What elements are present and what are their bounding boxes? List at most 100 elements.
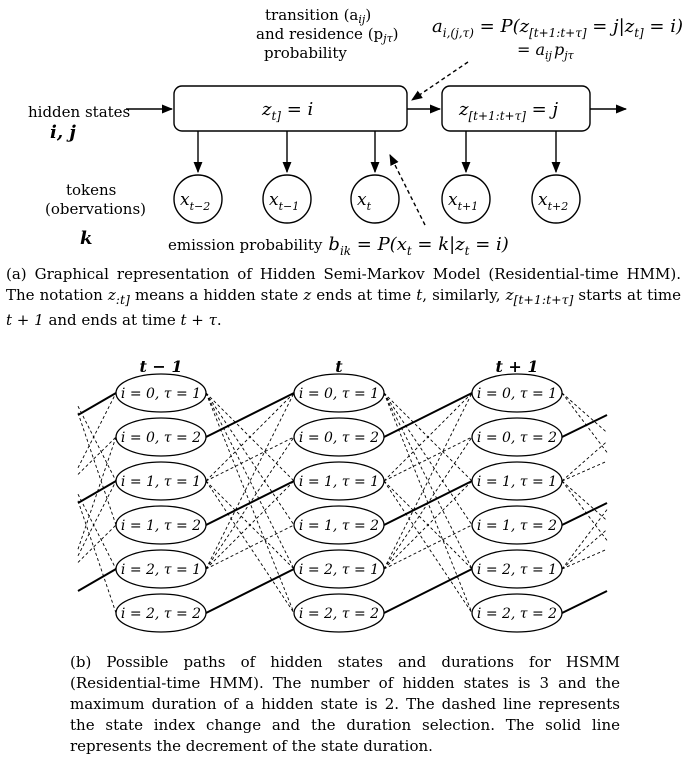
token-nodes: xt−2 xt−1 xt xt+1 xt+2 <box>173 174 581 224</box>
lattice-node-c1-r6 <box>115 593 207 633</box>
dashed-edge-26 <box>77 436 117 475</box>
lattice-node-label-c1-r6: i = 2, τ = 2 <box>121 606 201 622</box>
lattice-node-c2-r2 <box>293 417 385 457</box>
lattice-node-c2-r3 <box>293 461 385 501</box>
dashed-edge-32 <box>77 493 117 570</box>
transition-label-line3: probability <box>264 44 347 62</box>
token-label-1: xt−2 <box>180 190 210 213</box>
solid-transitions <box>77 392 608 614</box>
lattice-node-c3-r6 <box>471 593 563 633</box>
dashed-edge-25 <box>77 392 117 469</box>
dashed-edge-41 <box>561 529 608 570</box>
lattice-node-label-c1-r1: i = 0, τ = 1 <box>121 386 201 402</box>
diagram-b-lattice: i = 0, τ = 1 i = 0, τ = 2 i = 1, τ = 1 i = … <box>77 357 608 633</box>
dashed-edge-31 <box>77 524 117 563</box>
lattice-node-label-c3-r2: i = 0, τ = 2 <box>477 430 557 446</box>
column-header-2: t <box>335 357 343 376</box>
dashed-edge-23 <box>383 480 473 570</box>
lattice-node-c3-r4 <box>471 505 563 545</box>
caption-b: (b) Possible paths of hidden states and … <box>70 653 620 755</box>
lattice-node-c2-r4 <box>293 505 385 545</box>
dashed-edge-29 <box>77 480 117 557</box>
lattice-node-c3-r1 <box>471 373 563 413</box>
lattice-node-label-c1-r2: i = 0, τ = 2 <box>121 430 201 446</box>
solid-edge-8 <box>77 480 117 504</box>
transition-label-line2: and residence (pjτ) <box>256 25 399 45</box>
lattice-node-label-c2-r6: i = 2, τ = 2 <box>299 606 379 622</box>
dashed-edge-34 <box>561 392 608 433</box>
lattice-nodes: i = 0, τ = 1 i = 0, τ = 2 i = 1, τ = 1 i = … <box>115 373 563 633</box>
solid-edge-4 <box>383 392 473 438</box>
token-label-5: xt+2 <box>538 190 568 213</box>
caption-a: (a) Graphical representation of Hidden S… <box>6 265 682 329</box>
dashed-edge-5 <box>205 392 295 482</box>
observations-label: (obervations) <box>45 200 146 218</box>
lattice-node-c1-r5 <box>115 549 207 589</box>
lattice-node-c3-r5 <box>471 549 563 589</box>
dashed-edge-2 <box>205 392 295 526</box>
token-label-4: xt+1 <box>448 190 478 213</box>
token-circle-1 <box>173 174 223 224</box>
lattice-node-c2-r1 <box>293 373 385 413</box>
dashed-edge-35 <box>561 392 608 453</box>
token-circle-5 <box>531 174 581 224</box>
column-headers: t − 1 t t + 1 <box>139 357 538 376</box>
emission-annotation-arrow <box>389 153 426 226</box>
dashed-edge-8 <box>205 480 295 614</box>
solid-edge-9 <box>77 568 117 592</box>
state-next-label: z[t+1:t+τ] = j <box>458 99 558 123</box>
dashed-edge-17 <box>383 392 473 482</box>
tokens-var: k <box>80 228 92 249</box>
solid-edge-3 <box>205 568 295 614</box>
lattice-node-label-c1-r3: i = 1, τ = 1 <box>121 474 201 490</box>
dashed-edge-40 <box>561 509 608 570</box>
state-current-label: zt] = i <box>261 99 313 123</box>
lattice-node-c1-r3 <box>115 461 207 501</box>
lattice-node-c1-r2 <box>115 417 207 457</box>
dashed-edge-37 <box>561 460 608 482</box>
dashed-edge-20 <box>383 480 473 614</box>
lattice-node-label-c3-r5: i = 2, τ = 1 <box>477 562 557 578</box>
solid-edge-12 <box>561 590 608 614</box>
lattice-node-label-c3-r4: i = 1, τ = 2 <box>477 518 557 534</box>
lattice-node-label-c2-r3: i = 1, τ = 1 <box>299 474 379 490</box>
column-header-1: t − 1 <box>139 357 182 376</box>
lattice-node-label-c3-r1: i = 0, τ = 1 <box>477 386 557 402</box>
lattice-node-c1-r1 <box>115 373 207 413</box>
dashed-edge-11 <box>205 480 295 570</box>
token-circle-2 <box>262 174 312 224</box>
lattice-node-c3-r2 <box>471 417 563 457</box>
lattice-node-label-c2-r5: i = 2, τ = 1 <box>299 562 379 578</box>
lattice-node-c1-r4 <box>115 505 207 545</box>
dashed-edge-42 <box>561 548 608 570</box>
token-circle-3 <box>350 174 400 224</box>
diagram-a: transition (aij) and residence (pjτ) pro… <box>28 6 683 258</box>
lattice-node-c3-r3 <box>471 461 563 501</box>
dashed-edge-14 <box>383 392 473 526</box>
token-label-3: xt <box>357 190 372 213</box>
solid-edge-11 <box>561 502 608 526</box>
lattice-node-label-c3-r3: i = 1, τ = 1 <box>477 474 557 490</box>
transition-annotation-arrow <box>411 61 469 101</box>
dashed-edge-36 <box>561 441 608 482</box>
lattice-node-label-c3-r6: i = 2, τ = 2 <box>477 606 557 622</box>
transition-label-line1: transition (aij) <box>265 6 371 26</box>
column-header-3: t + 1 <box>495 357 538 376</box>
dashed-edge-28 <box>77 405 117 482</box>
dashed-edge-38 <box>561 480 608 521</box>
transition-formula: ai,(j,τ) = P(z[t+1:t+τ] = j|zt] = i) <box>432 16 683 40</box>
solid-edge-10 <box>561 414 608 438</box>
lattice-node-label-c2-r1: i = 0, τ = 1 <box>299 386 379 402</box>
solid-edge-2 <box>205 480 295 526</box>
lattice-node-c2-r5 <box>293 549 385 589</box>
token-circle-4 <box>441 174 491 224</box>
token-label-2: xt−1 <box>269 190 299 213</box>
solid-edge-5 <box>383 480 473 526</box>
dashed-edge-39 <box>561 480 608 541</box>
lattice-node-c2-r6 <box>293 593 385 633</box>
solid-edge-6 <box>383 568 473 614</box>
lattice-node-label-c2-r2: i = 0, τ = 2 <box>299 430 379 446</box>
